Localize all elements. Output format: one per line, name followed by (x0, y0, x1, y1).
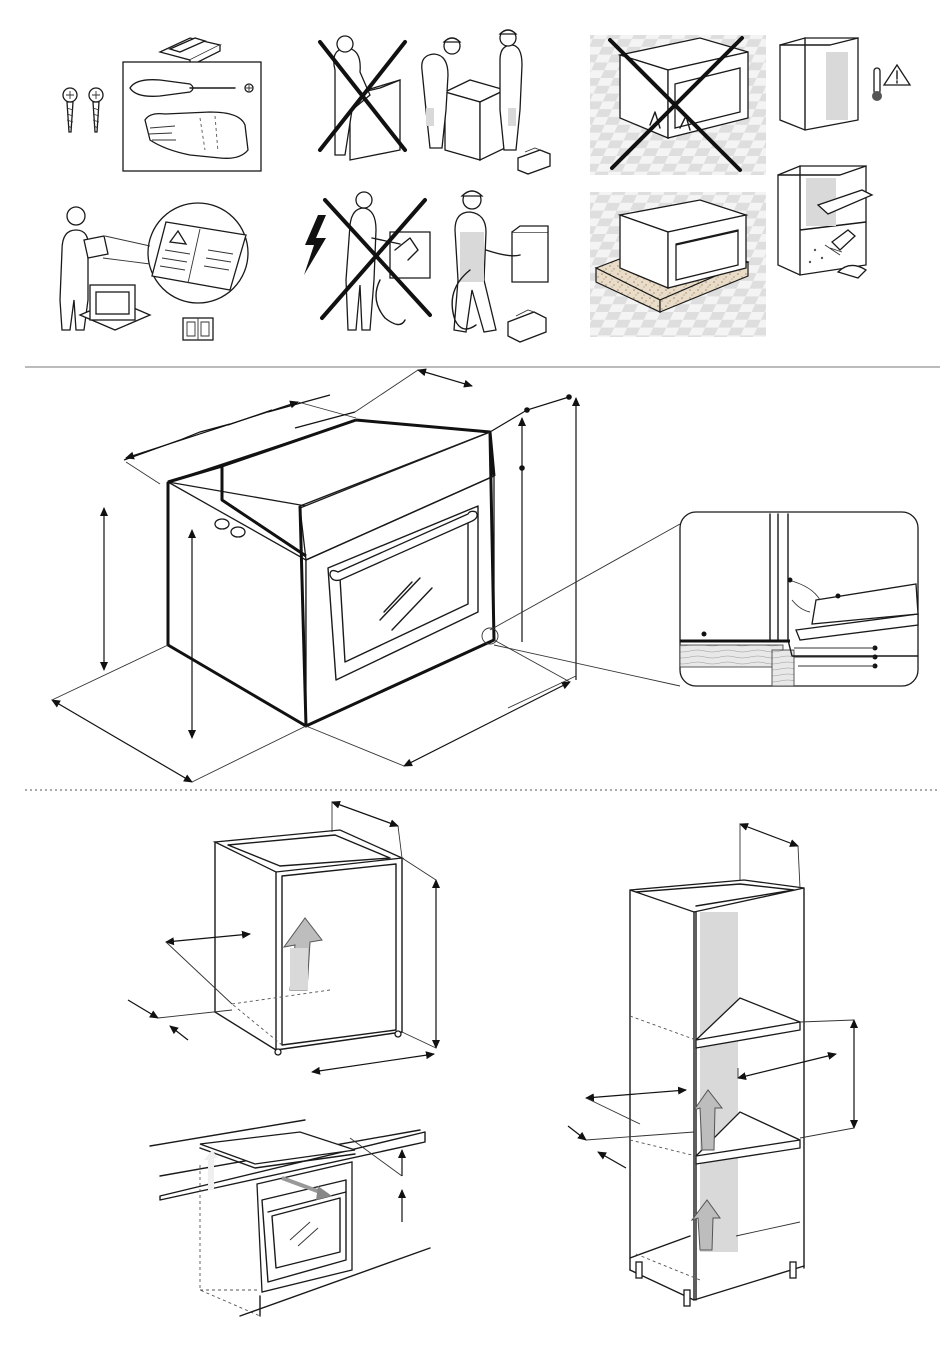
boxed-oven-small (80, 285, 150, 330)
screw-icon (63, 88, 103, 132)
hob (200, 1132, 355, 1164)
lightning-icon (304, 215, 326, 275)
thermometer-icon (872, 68, 882, 101)
toolbox-icon (508, 310, 546, 342)
person-wiring-crossed (322, 192, 430, 330)
edge-detail-callout (680, 512, 918, 686)
toolbox-icon (518, 148, 550, 174)
warning-triangle-icon (884, 65, 910, 85)
cabinet-cleaning (778, 166, 872, 278)
manual-icon (148, 203, 248, 303)
tall-column-cabinet (568, 824, 854, 1306)
book-icon (183, 318, 213, 340)
pictogram-tools (60, 38, 261, 340)
pictogram-read-manual (60, 203, 248, 340)
oven-under-hob (150, 1120, 430, 1316)
airflow-arrow (284, 918, 322, 990)
pictogram-floor-handling (590, 35, 766, 337)
pictogram-electrical (304, 191, 548, 342)
electrician-wiring (452, 191, 548, 342)
oven-dimension-drawing (52, 370, 680, 782)
under-counter-cabinet (128, 802, 436, 1072)
pictogram-cabinet-check (778, 38, 910, 278)
cabinet-temperature (780, 38, 910, 130)
two-persons-lifting (422, 30, 550, 174)
pictogram-lifting (320, 30, 550, 174)
single-person-lifting-crossed (320, 36, 405, 160)
